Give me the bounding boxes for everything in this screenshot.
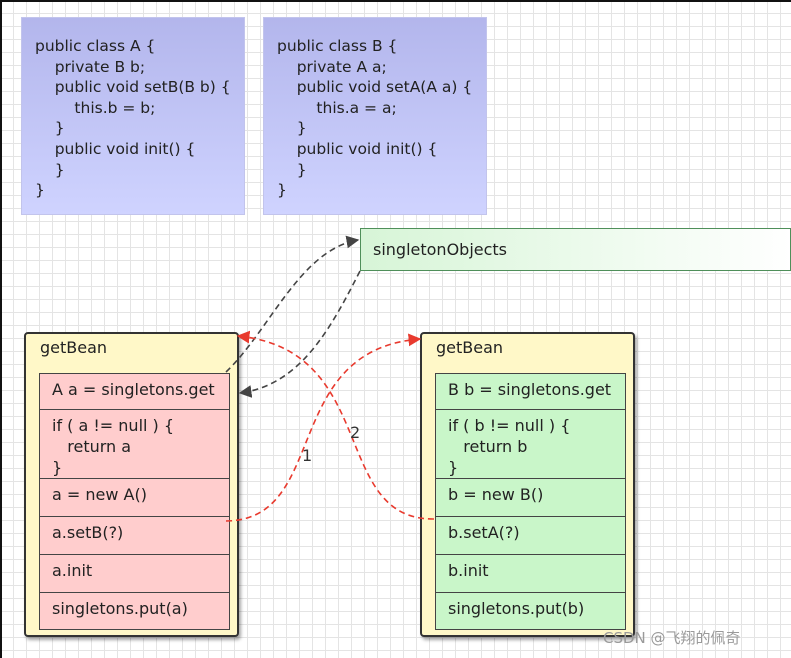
arrow-label-2: 2	[350, 423, 360, 442]
frame-left-edge	[0, 0, 2, 658]
singleton-objects-label: singletonObjects	[373, 240, 508, 259]
code-line: private A a;	[277, 57, 387, 76]
step-set-b: a.setB(?)	[40, 516, 229, 554]
step-null-check-a: if ( a != null ) { return a }	[40, 409, 229, 478]
step-set-a: b.setA(?)	[436, 516, 625, 554]
step-init-a: a.init	[40, 554, 229, 592]
step-init-b: b.init	[436, 554, 625, 592]
step-text: b.setA(?)	[448, 523, 520, 542]
watermark: CSDN @飞翔的佩奇	[603, 629, 741, 647]
code-line: }	[277, 119, 307, 138]
step-text: singletons.put(b)	[448, 599, 585, 618]
arrow-singletons-to-get	[238, 270, 361, 398]
step-text: }	[52, 458, 63, 477]
step-text: A a = singletons.get	[52, 380, 215, 399]
step-new-a: a = new A()	[40, 478, 229, 516]
code-line: public void setB(B b) {	[35, 78, 231, 97]
code-line: public void setA(A a) {	[277, 78, 473, 97]
getbean-b-steps: B b = singletons.get if ( b != null ) { …	[435, 373, 626, 630]
step-new-b: b = new B()	[436, 478, 625, 516]
getbean-b-container: getBean B b = singletons.get if ( b != n…	[420, 332, 635, 637]
step-text: b = new B()	[448, 485, 544, 504]
step-get-b: B b = singletons.get	[436, 374, 625, 409]
code-line: }	[277, 160, 307, 179]
step-put-b: singletons.put(b)	[436, 592, 625, 629]
class-b-code-box: public class B { private A a; public voi…	[263, 17, 487, 215]
code-line: public class A {	[35, 37, 156, 55]
step-text: return b	[448, 437, 528, 456]
class-a-code-box: public class A { private B b; public voi…	[21, 17, 245, 215]
code-line: public void init() {	[277, 139, 438, 158]
step-text: }	[448, 458, 459, 477]
code-line: this.a = a;	[277, 98, 397, 117]
step-text: a.setB(?)	[52, 523, 124, 542]
arrow-setb-to-getbean-b	[225, 333, 422, 522]
step-text: singletons.put(a)	[52, 599, 188, 618]
getbean-a-title: getBean	[40, 338, 108, 357]
code-line: }	[35, 160, 65, 179]
code-line: private B b;	[35, 57, 146, 76]
getbean-a-steps: A a = singletons.get if ( a != null ) { …	[39, 373, 230, 630]
code-line: public class B {	[277, 37, 398, 55]
step-null-check-b: if ( b != null ) { return b }	[436, 409, 625, 478]
step-text: if ( a != null ) {	[52, 416, 175, 435]
code-line: }	[35, 119, 65, 138]
step-text: a.init	[52, 561, 93, 580]
frame-top-edge	[0, 0, 791, 2]
step-put-a: singletons.put(a)	[40, 592, 229, 629]
singleton-objects-box: singletonObjects	[360, 228, 791, 271]
arrow-label-1: 1	[302, 446, 312, 465]
step-text: return a	[52, 437, 132, 456]
code-line: this.b = b;	[35, 98, 156, 117]
step-text: b.init	[448, 561, 489, 580]
arrow-seta-to-getbean-a	[236, 330, 435, 520]
getbean-b-title: getBean	[436, 338, 504, 357]
step-text: B b = singletons.get	[448, 380, 612, 399]
code-line: }	[35, 181, 45, 200]
code-line: public void init() {	[35, 139, 196, 158]
getbean-a-container: getBean A a = singletons.get if ( a != n…	[24, 332, 239, 637]
arrow-get-to-singletons	[225, 235, 360, 373]
step-text: a = new A()	[52, 485, 147, 504]
code-line: }	[277, 181, 287, 200]
step-get-a: A a = singletons.get	[40, 374, 229, 409]
step-text: if ( b != null ) {	[448, 416, 571, 435]
